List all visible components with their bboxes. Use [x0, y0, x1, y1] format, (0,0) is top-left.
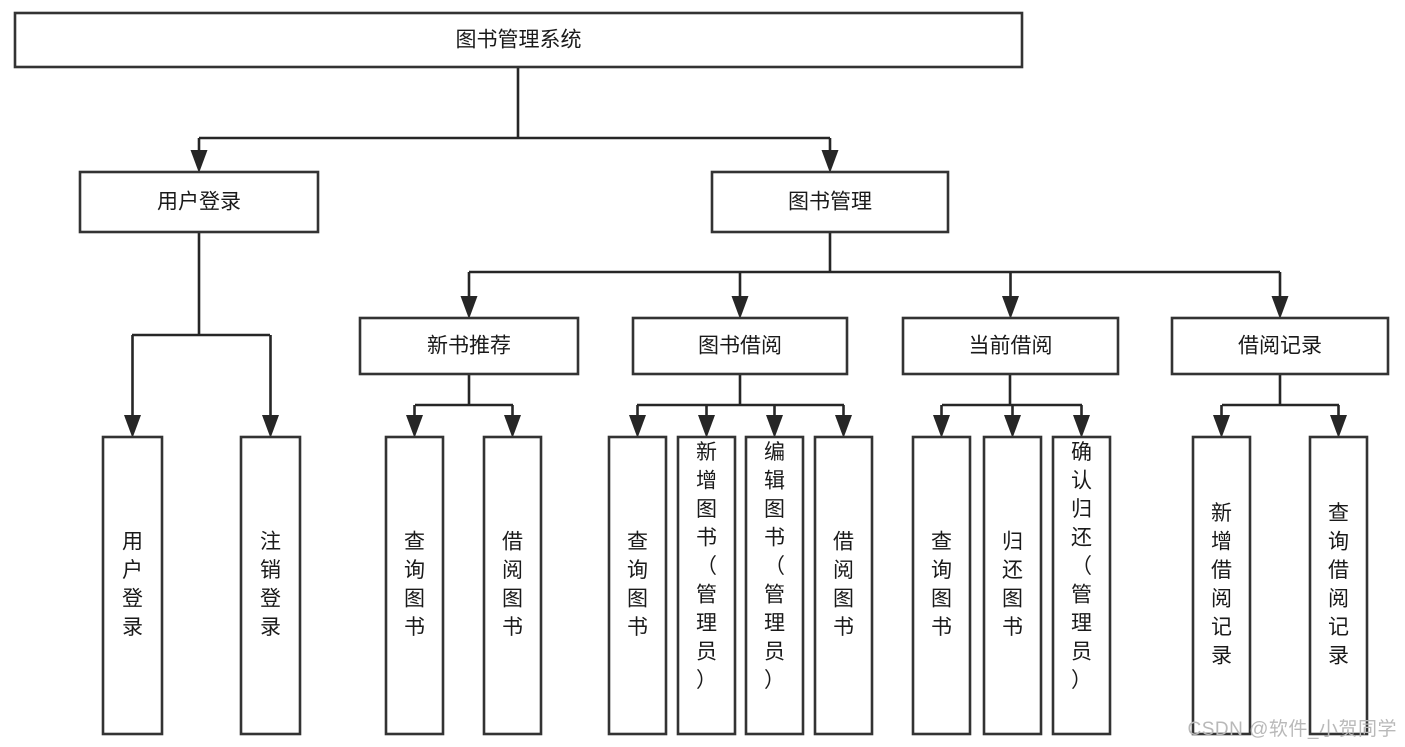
node-label-leaf-confirm-return: 确认归还（管理员） — [1071, 441, 1092, 692]
connector-bus-borrow-record — [1222, 374, 1339, 407]
edge-book-manage-to-new-book-recommend — [460, 272, 478, 319]
node-leaf-query-book-2[interactable]: 查询图书 — [607, 435, 668, 736]
node-label-leaf-query-record: 查询借阅记录 — [1328, 502, 1349, 668]
node-box-book-manage — [710, 170, 950, 234]
edge-borrow-record-to-leaf-query-record — [1330, 405, 1347, 438]
edge-book-borrow-to-leaf-edit-book — [766, 405, 783, 438]
node-leaf-query-record[interactable]: 查询借阅记录 — [1308, 435, 1369, 736]
edge-book-manage-to-current-borrow — [1002, 272, 1019, 319]
node-label-leaf-logout: 注销登录 — [260, 531, 281, 640]
edge-current-borrow-to-leaf-return-book — [1004, 405, 1021, 438]
node-box-book-borrow — [631, 316, 849, 376]
node-box-leaf-user-login — [101, 435, 164, 736]
node-borrow-record[interactable]: 借阅记录 — [1170, 316, 1390, 376]
node-label-leaf-edit-book: 编辑图书（管理员） — [764, 441, 785, 692]
node-leaf-borrow-book-2[interactable]: 借阅图书 — [813, 435, 874, 736]
node-leaf-edit-book[interactable]: 编辑图书（管理员） — [744, 435, 805, 736]
edge-borrow-record-to-leaf-add-record — [1213, 405, 1230, 438]
edge-new-book-recommend-to-leaf-borrow-book-1 — [504, 405, 521, 438]
node-box-borrow-record — [1170, 316, 1390, 376]
edge-book-borrow-to-leaf-add-book — [698, 405, 715, 438]
node-label-leaf-query-book-2: 查询图书 — [627, 531, 648, 640]
node-label-book-borrow: 图书借阅 — [698, 335, 782, 358]
connector-layer — [124, 67, 1347, 438]
node-leaf-confirm-return[interactable]: 确认归还（管理员） — [1051, 435, 1112, 736]
node-box-leaf-query-book-2 — [607, 435, 668, 736]
node-label-current-borrow: 当前借阅 — [969, 335, 1053, 358]
connector-bus-book-manage — [469, 232, 1280, 274]
connector-bus-current-borrow — [942, 374, 1082, 407]
node-label-leaf-borrow-book-1: 借阅图书 — [502, 531, 523, 640]
edge-book-manage-to-book-borrow — [731, 272, 749, 319]
node-label-leaf-query-book-3: 查询图书 — [931, 531, 952, 640]
node-label-leaf-return-book: 归还图书 — [1002, 531, 1023, 640]
node-label-user-login: 用户登录 — [157, 191, 241, 214]
node-box-leaf-add-record — [1191, 435, 1252, 736]
connector-bus-user-login — [132, 232, 270, 337]
connector-bus-new-book — [415, 374, 513, 407]
node-new-book-recommend[interactable]: 新书推荐 — [358, 316, 580, 376]
edge-root-to-book-manage — [821, 138, 839, 173]
node-leaf-add-record[interactable]: 新增借阅记录 — [1191, 435, 1252, 736]
edge-current-borrow-to-leaf-confirm-return — [1073, 405, 1090, 438]
node-book-manage[interactable]: 图书管理 — [710, 170, 950, 234]
node-label-leaf-user-login: 用户登录 — [122, 531, 143, 640]
node-box-leaf-borrow-book-2 — [813, 435, 874, 736]
node-leaf-borrow-book-1[interactable]: 借阅图书 — [482, 435, 543, 736]
node-box-leaf-return-book — [982, 435, 1043, 736]
node-leaf-query-book-3[interactable]: 查询图书 — [911, 435, 972, 736]
edge-current-borrow-to-leaf-query-book-3 — [933, 405, 950, 438]
edge-root-to-user-login — [190, 138, 208, 173]
node-label-leaf-add-book: 新增图书（管理员） — [696, 441, 717, 692]
connector-bus-book-borrow — [637, 374, 844, 407]
node-box-leaf-confirm-return — [1051, 435, 1112, 736]
node-label-borrow-record: 借阅记录 — [1238, 335, 1322, 358]
node-label-leaf-add-record: 新增借阅记录 — [1211, 502, 1232, 668]
node-user-login[interactable]: 用户登录 — [78, 170, 320, 234]
node-box-leaf-query-book-1 — [384, 435, 445, 736]
node-box-leaf-logout — [239, 435, 302, 736]
edge-book-manage-to-borrow-record — [1271, 272, 1289, 319]
node-label-leaf-query-book-1: 查询图书 — [404, 531, 425, 640]
node-box-leaf-edit-book — [744, 435, 805, 736]
node-box-current-borrow — [901, 316, 1120, 376]
node-label-book-manage: 图书管理 — [788, 191, 872, 214]
node-current-borrow[interactable]: 当前借阅 — [901, 316, 1120, 376]
node-label-root: 图书管理系统 — [456, 29, 582, 52]
node-leaf-return-book[interactable]: 归还图书 — [982, 435, 1043, 736]
node-book-borrow[interactable]: 图书借阅 — [631, 316, 849, 376]
node-leaf-user-login[interactable]: 用户登录 — [101, 435, 164, 736]
edge-book-borrow-to-leaf-borrow-book-2 — [835, 405, 852, 438]
node-box-leaf-query-book-3 — [911, 435, 972, 736]
node-root[interactable]: 图书管理系统 — [13, 11, 1024, 69]
edge-book-borrow-to-leaf-query-book-2 — [629, 405, 646, 438]
node-leaf-query-book-1[interactable]: 查询图书 — [384, 435, 445, 736]
node-layer: 图书管理系统用户登录图书管理新书推荐图书借阅当前借阅借阅记录用户登录注销登录查询… — [13, 11, 1390, 736]
node-leaf-logout[interactable]: 注销登录 — [239, 435, 302, 736]
edge-user-login-to-leaf-user-login — [124, 335, 141, 438]
edge-new-book-recommend-to-leaf-query-book-1 — [406, 405, 423, 438]
node-label-new-book-recommend: 新书推荐 — [427, 335, 511, 358]
node-label-leaf-borrow-book-2: 借阅图书 — [833, 531, 854, 640]
node-box-leaf-borrow-book-1 — [482, 435, 543, 736]
node-box-user-login — [78, 170, 320, 234]
node-box-new-book-recommend — [358, 316, 580, 376]
node-box-root — [13, 11, 1024, 69]
node-box-leaf-add-book — [676, 435, 737, 736]
connector-bus-root — [199, 67, 830, 140]
node-leaf-add-book[interactable]: 新增图书（管理员） — [676, 435, 737, 736]
node-box-leaf-query-record — [1308, 435, 1369, 736]
edge-user-login-to-leaf-logout — [262, 335, 279, 438]
